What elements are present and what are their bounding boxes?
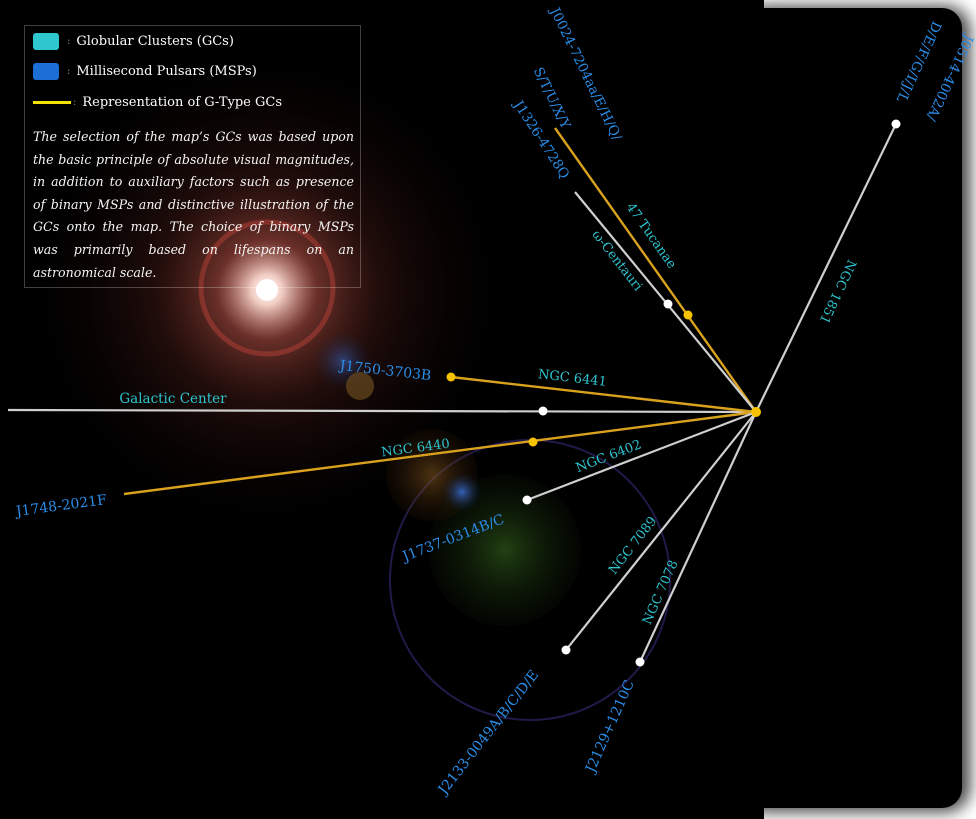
flare-core <box>256 279 278 301</box>
legend-label-gc: Globular Clusters (GCs) <box>76 33 234 49</box>
gc-node-ngc7089[interactable] <box>561 645 571 655</box>
flare-blue-dot <box>442 472 482 512</box>
gc-swatch <box>33 32 59 50</box>
gc-node-omega[interactable] <box>663 299 673 309</box>
gtype-swatch <box>33 100 71 104</box>
flare-green-orb <box>429 474 581 626</box>
legend-label-gtype: Representation of G-Type GCs <box>82 94 283 110</box>
galactic-center-node[interactable] <box>538 406 548 416</box>
flare-ring <box>198 219 336 357</box>
msp-swatch <box>33 62 59 80</box>
legend-note: The selection of the map’s GCs was based… <box>33 129 354 280</box>
gc-node-47tuc[interactable] <box>683 310 693 320</box>
gc-node-ngc1851[interactable] <box>891 119 901 129</box>
legend-label-msp: Millisecond Pulsars (MSPs) <box>76 63 257 79</box>
hub-node <box>751 407 761 417</box>
flare-small-orb <box>346 372 374 400</box>
legend-separator: : <box>67 35 71 47</box>
gc-node-ngc6441[interactable] <box>446 372 456 382</box>
galactic-center-label: Galactic Center <box>119 391 227 407</box>
legend-item-msp: : Millisecond Pulsars (MSPs) <box>33 62 257 80</box>
gc-node-ngc6402[interactable] <box>522 495 532 505</box>
legend-item-gtype: : Representation of G-Type GCs <box>33 93 282 111</box>
galactic-center-line <box>7 408 757 414</box>
gc-node-ngc7078[interactable] <box>635 657 645 667</box>
legend-box: : Globular Clusters (GCs) : Millisecond … <box>24 25 361 288</box>
legend-separator: : <box>67 65 71 77</box>
gc-node-ngc6440[interactable] <box>528 437 538 447</box>
legend-separator: : <box>73 96 77 108</box>
map-background-right <box>740 8 962 808</box>
legend-item-gc: : Globular Clusters (GCs) <box>33 32 234 50</box>
